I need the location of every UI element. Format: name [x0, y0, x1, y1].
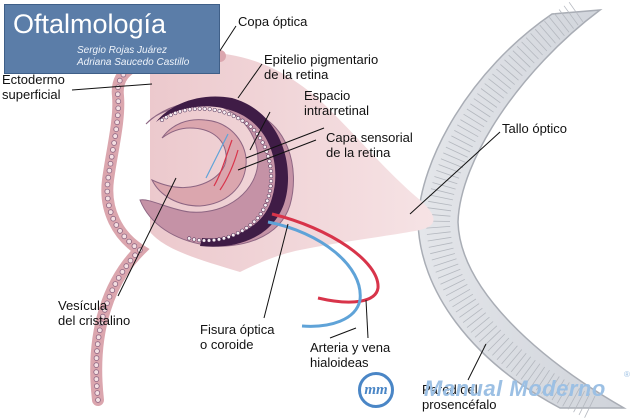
- intraretinal-space: [159, 106, 274, 243]
- label-optic-fissure-1: Fisura óptica: [200, 322, 275, 337]
- publisher-monogram: mm: [358, 372, 394, 408]
- label-optic-cup: Copa óptica: [238, 14, 308, 29]
- label-lens-vesicle-2: del cristalino: [58, 313, 131, 328]
- leader-lines: [71, 25, 501, 381]
- pigment-epithelium: [156, 96, 289, 247]
- publisher-registered: ®: [624, 370, 630, 379]
- label-forebrain-wall-2: prosencéfalo: [422, 397, 497, 412]
- label-sensory-layer-1: Capa sensorial: [326, 130, 413, 145]
- forebrain-wall: [417, 9, 627, 409]
- label-hyaloid-vessels-1: Arteria y vena: [310, 340, 391, 355]
- logo-author-1: Sergio Rojas Juárez: [77, 45, 168, 56]
- label-pigment-epithelium-1: Epitelio pigmentario: [264, 52, 379, 67]
- label-hyaloid-vessels-2: hialoideas: [310, 355, 369, 370]
- publisher-name: Manual Moderno: [424, 376, 606, 401]
- label-surface-ectoderm-1: Ectodermo: [2, 72, 65, 87]
- optic-cup: [139, 101, 294, 247]
- label-intraretinal-space-1: Espacio: [304, 88, 351, 103]
- label-lens-vesicle-1: Vesícula: [58, 298, 108, 313]
- publisher-logo: mm Manual Moderno ®: [352, 368, 640, 412]
- retinal-vessels: [213, 139, 239, 191]
- book-logo: Oftalmología Sergio Rojas Juárez Adriana…: [4, 4, 220, 74]
- hyaloid-artery: [271, 212, 380, 304]
- label-intraretinal-space-2: intrarretinal: [304, 103, 370, 118]
- label-surface-ectoderm-2: superficial: [2, 87, 61, 102]
- label-sensory-layer-2: de la retina: [326, 145, 391, 160]
- hyaloid-vein: [267, 220, 362, 328]
- label-optic-stalk: Tallo óptico: [502, 121, 568, 136]
- logo-title: Oftalmología: [13, 9, 167, 39]
- lens-vesicle: [150, 119, 247, 207]
- retinal-vessels-blue: [205, 133, 229, 179]
- label-forebrain-wall-1: Pared del: [422, 382, 478, 397]
- label-pigment-epithelium-2: de la retina: [264, 67, 329, 82]
- label-optic-fissure-2: o coroide: [200, 337, 254, 352]
- logo-author-2: Adriana Saucedo Castillo: [77, 57, 190, 68]
